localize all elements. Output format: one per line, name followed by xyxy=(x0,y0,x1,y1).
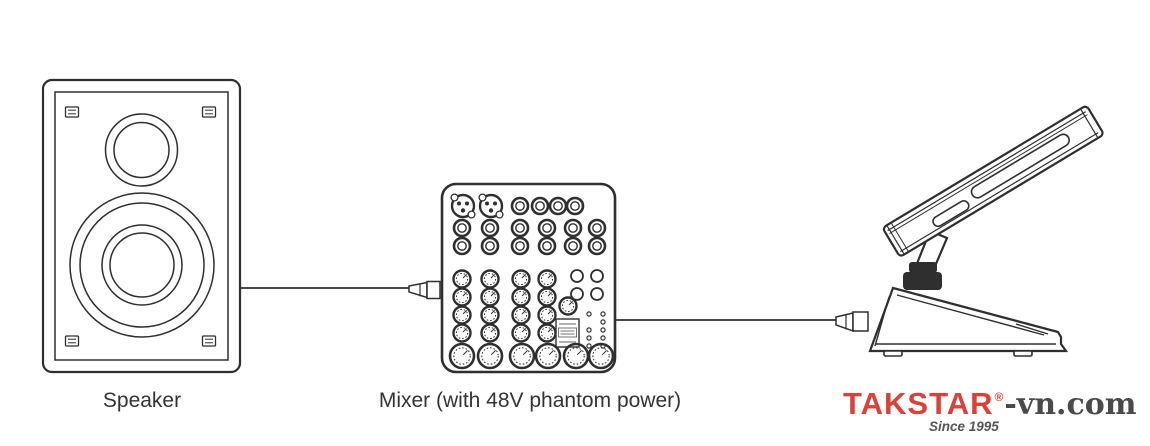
base-foot xyxy=(1013,350,1033,357)
rca-socket-icon xyxy=(570,287,584,301)
jack-socket-icon xyxy=(563,236,583,256)
knob-icon xyxy=(452,269,472,289)
jack-socket-icon xyxy=(510,196,530,216)
screw-icon xyxy=(64,106,80,118)
knob-icon xyxy=(480,269,500,289)
knob-icon xyxy=(511,269,531,289)
knob-icon xyxy=(480,287,500,307)
knob-icon xyxy=(534,342,562,370)
speaker-cabinet xyxy=(41,78,242,374)
jack-socket-icon xyxy=(530,196,550,216)
level-meter xyxy=(555,318,580,348)
knob-icon xyxy=(511,323,531,343)
jack-socket-icon xyxy=(480,218,500,238)
knob-icon xyxy=(558,296,578,316)
jack-socket-icon xyxy=(537,236,557,256)
jack-socket-icon xyxy=(510,218,530,238)
microphone-illustration xyxy=(868,105,1104,357)
mic-body xyxy=(882,105,1104,257)
jack-socket-icon xyxy=(510,236,530,256)
site-suffix: -vn.com xyxy=(1004,387,1137,422)
jack-socket-icon xyxy=(452,236,472,256)
logo-wordmark: TAKSTAR ® -vn.com xyxy=(843,386,1148,422)
jack-socket-icon xyxy=(587,218,607,238)
brand-text: TAKSTAR xyxy=(843,386,994,421)
logo-tagline: Since 1995 xyxy=(929,419,999,434)
jack-socket-icon xyxy=(537,218,557,238)
knob-icon xyxy=(480,305,500,325)
speaker-label: Speaker xyxy=(102,389,182,412)
registered-mark: ® xyxy=(994,390,1004,404)
knob-icon xyxy=(452,287,472,307)
knob-icon xyxy=(537,323,557,343)
takstar-logo: TAKSTAR ® -vn.com Since 1995 xyxy=(843,386,1148,434)
jack-socket-icon xyxy=(563,218,583,238)
speaker-baffle xyxy=(54,91,229,361)
audio-plug-icon xyxy=(408,280,441,300)
screw-icon xyxy=(201,335,217,347)
rca-socket-icon xyxy=(570,269,584,283)
led-indicators xyxy=(586,311,606,349)
knob-icon xyxy=(448,342,476,370)
rca-socket-icon xyxy=(590,287,604,301)
xlr-input-icon xyxy=(449,192,477,220)
mic-base xyxy=(868,286,1069,357)
jack-socket-icon xyxy=(480,236,500,256)
audio-plug-icon xyxy=(835,311,869,333)
rca-socket-icon xyxy=(590,269,604,283)
jack-socket-icon xyxy=(587,236,607,256)
knob-icon xyxy=(511,305,531,325)
jack-socket-icon xyxy=(452,218,472,238)
speaker-to-mixer-cable xyxy=(240,280,441,300)
screw-icon xyxy=(201,106,217,118)
jack-socket-icon xyxy=(548,196,568,216)
knob-icon xyxy=(480,323,500,343)
knob-icon xyxy=(537,305,557,325)
knob-icon xyxy=(537,269,557,289)
knob-icon xyxy=(452,323,472,343)
mixer-to-microphone-cable xyxy=(615,311,869,333)
knob-icon xyxy=(508,342,536,370)
tweeter xyxy=(104,113,179,187)
knob-icon xyxy=(452,305,472,325)
xlr-input-icon xyxy=(477,192,505,220)
woofer xyxy=(69,192,215,338)
base-foot xyxy=(883,350,903,357)
knob-icon xyxy=(476,342,504,370)
mic-collar xyxy=(903,262,942,290)
knob-icon xyxy=(537,287,557,307)
mixer-illustration xyxy=(440,182,617,374)
mixer-label: Mixer (with 48V phantom power) xyxy=(378,389,682,412)
speaker-illustration xyxy=(41,78,242,374)
knob-icon xyxy=(511,287,531,307)
mixer-body xyxy=(440,182,617,374)
screw-icon xyxy=(64,335,80,347)
jack-socket-icon xyxy=(565,196,585,216)
